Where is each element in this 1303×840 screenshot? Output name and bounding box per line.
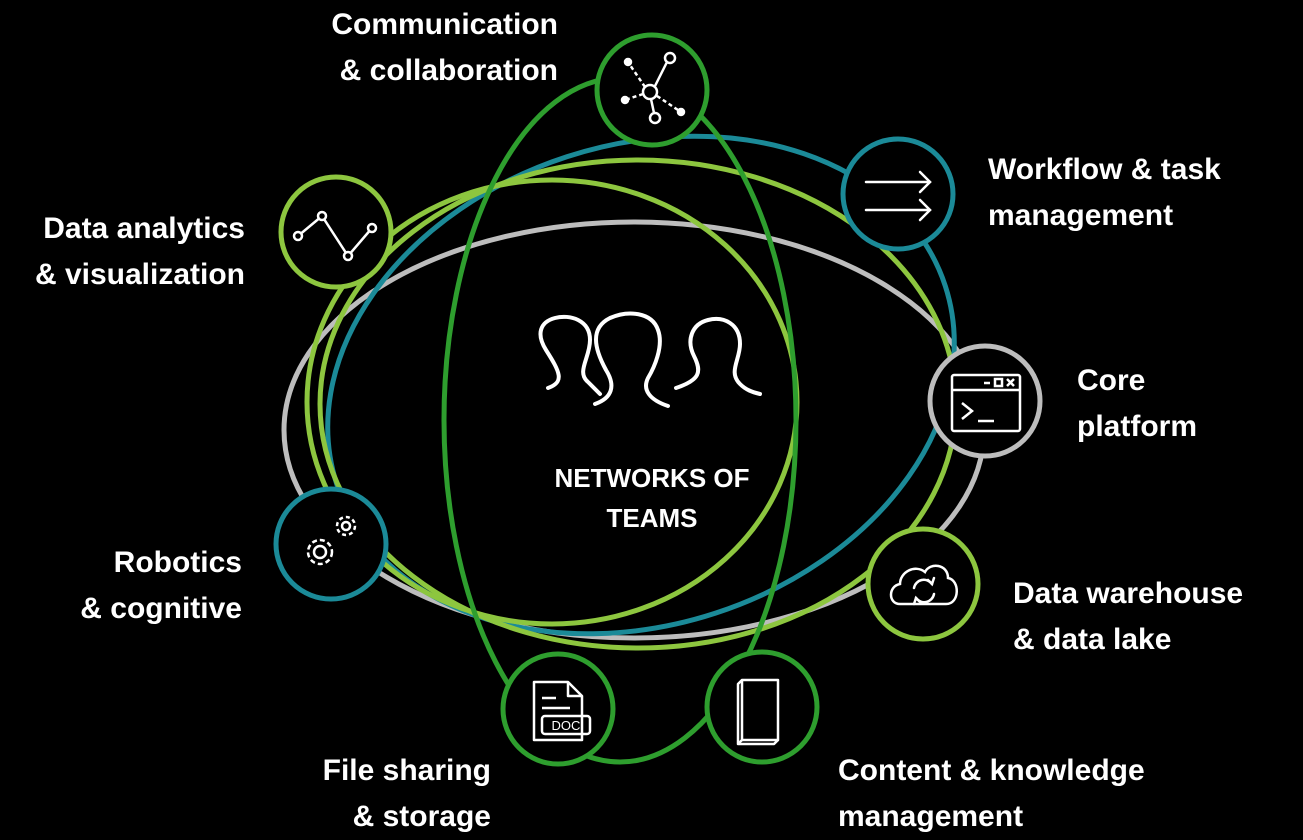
center-title: NETWORKS OF TEAMS	[502, 458, 802, 538]
svg-text:DOC: DOC	[552, 718, 581, 733]
label-file: File sharing & storage	[323, 748, 491, 840]
node-content	[704, 649, 820, 765]
doc-file-icon: DOC	[532, 680, 592, 742]
people-icon	[538, 311, 762, 408]
label-core-line1: Core	[1077, 364, 1146, 397]
label-warehouse-line1: Data warehouse	[1013, 577, 1244, 610]
label-content: Content & knowledge management	[838, 748, 1145, 840]
book-icon	[736, 678, 780, 746]
center-title-line2: TEAMS	[606, 503, 698, 533]
label-workflow-line1: Workflow & task	[988, 153, 1221, 186]
label-core: Core platform	[1077, 358, 1197, 450]
terminal-window-icon	[950, 373, 1022, 433]
node-communication	[594, 32, 710, 148]
label-workflow: Workflow & task management	[988, 147, 1221, 239]
gears-icon	[306, 515, 357, 566]
node-robotics	[273, 486, 389, 602]
label-robotics-line2: & cognitive	[80, 592, 242, 625]
line-chart-icon	[292, 210, 378, 262]
node-file: DOC	[500, 651, 616, 767]
label-warehouse-line2: & data lake	[1013, 623, 1172, 656]
label-communication-line2: & collaboration	[339, 54, 558, 87]
label-core-line2: platform	[1077, 410, 1197, 443]
node-core	[927, 343, 1043, 459]
label-file-line1: File sharing	[322, 754, 491, 787]
label-robotics: Robotics & cognitive	[80, 540, 242, 632]
center-title-line1: NETWORKS OF	[554, 463, 750, 493]
label-analytics: Data analytics & visualization	[35, 206, 245, 298]
label-analytics-line1: Data analytics	[43, 212, 245, 245]
label-content-line2: management	[838, 800, 1024, 833]
label-workflow-line2: management	[988, 199, 1174, 232]
node-warehouse	[865, 526, 981, 642]
node-workflow	[840, 136, 956, 252]
label-communication: Communication & collaboration	[331, 2, 558, 94]
node-analytics	[278, 174, 394, 290]
label-analytics-line2: & visualization	[34, 258, 245, 291]
label-content-line1: Content & knowledge	[838, 754, 1145, 787]
cloud-sync-icon	[889, 564, 958, 606]
label-robotics-line1: Robotics	[113, 546, 242, 579]
label-file-line2: & storage	[352, 800, 491, 833]
double-arrow-icon	[864, 170, 932, 222]
label-communication-line1: Communication	[331, 8, 558, 41]
label-warehouse: Data warehouse & data lake	[1013, 571, 1243, 663]
network-nodes-icon	[620, 51, 686, 125]
